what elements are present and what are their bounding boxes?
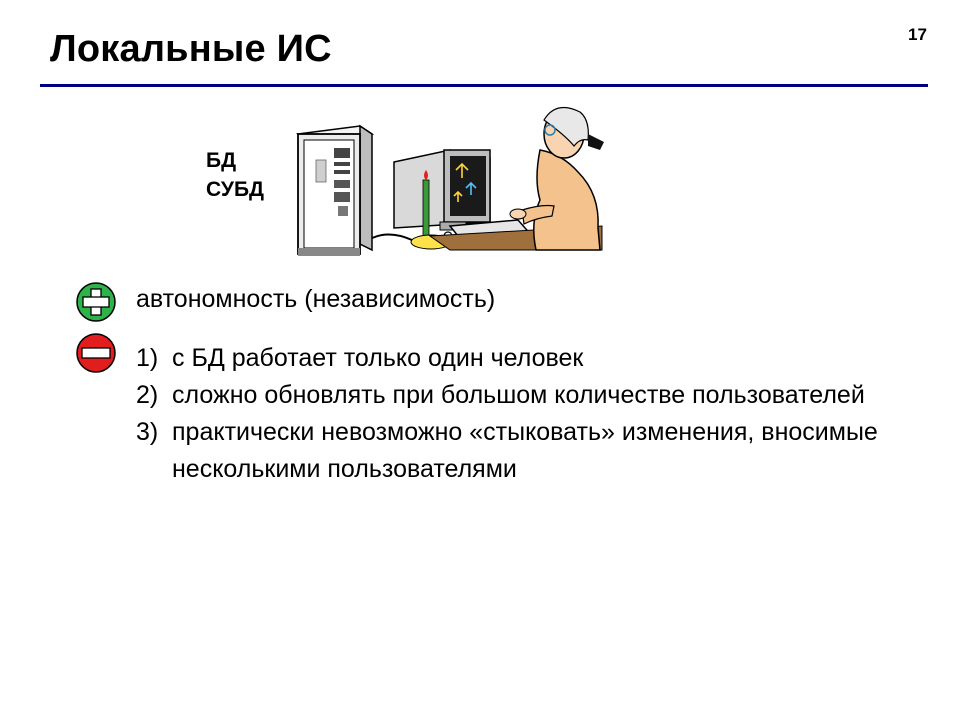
list-item: 1) с БД работает только один человек [136, 340, 936, 377]
list-item-number: 1) [136, 344, 159, 372]
list-item-number: 3) [136, 418, 159, 446]
list-item-text: практически невозможно «стыковать» измен… [172, 418, 878, 483]
monitor-icon [393, 149, 491, 231]
db-label: БД [206, 149, 237, 172]
list-item-text: с БД работает только один человек [172, 344, 584, 372]
plus-icon [76, 282, 116, 322]
list-item: 3) практически невозможно «стыковать» из… [136, 414, 936, 488]
title-divider [40, 84, 928, 87]
database-labels: БД СУБД [206, 146, 264, 204]
advantage-text: автономность (независимость) [136, 285, 496, 313]
list-item-text: сложно обновлять при большом количестве … [172, 381, 865, 409]
slide-title: Локальные ИС [50, 28, 332, 70]
page-number: 17 [908, 25, 927, 44]
server-tower-icon [295, 124, 375, 256]
workstation-illustration [295, 106, 604, 256]
minus-icon [76, 333, 116, 373]
list-item: 2) сложно обновлять при большом количест… [136, 377, 936, 414]
person-icon [509, 106, 604, 251]
dbms-label: СУБД [206, 178, 265, 201]
disadvantages-list: 1) с БД работает только один человек 2) … [136, 340, 936, 488]
list-item-number: 2) [136, 381, 159, 409]
